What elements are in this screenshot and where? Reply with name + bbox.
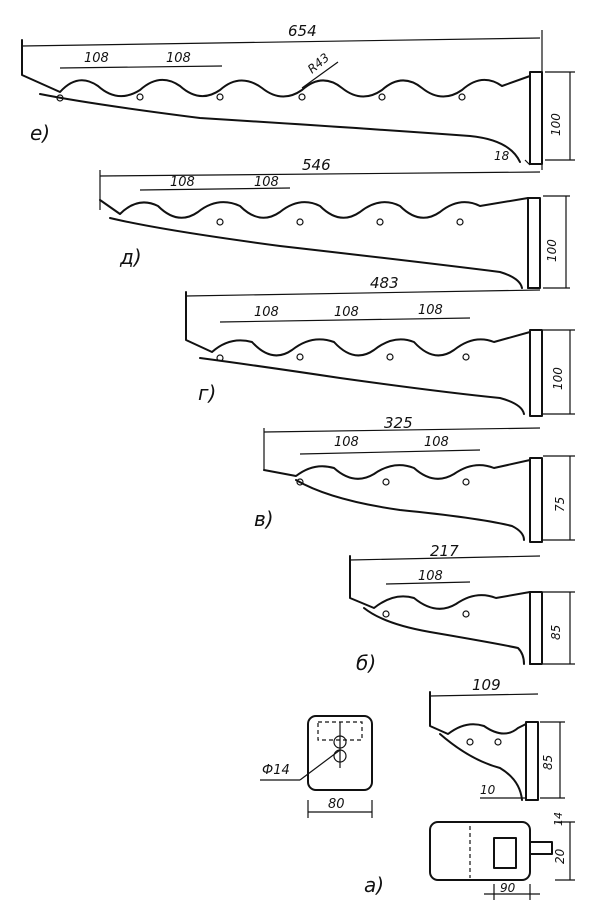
g-height-dim: 100: [551, 367, 565, 390]
g-overall-dim: 483: [370, 274, 399, 292]
b-height-dim: 85: [549, 625, 563, 640]
v-height-dim: 75: [553, 497, 567, 512]
bracket-a: 109 85 10 а): [364, 676, 565, 897]
bracket-e: 654 108 108 R43 100 18 е): [21, 22, 575, 170]
e-height-dim: 100: [549, 113, 563, 136]
e-letter: е): [30, 121, 50, 145]
bracket-v: 325 108 108 75 в): [254, 414, 575, 543]
a-height-dim: 85: [541, 755, 555, 770]
end-detail: 14 20 90: [429, 812, 575, 900]
b-overall-dim: 217: [430, 542, 459, 560]
g-pitch-2: 108: [334, 305, 359, 320]
d-height-dim: 100: [545, 239, 559, 262]
e-thickness-dim: 18: [494, 149, 510, 163]
end-thickness-dim: 14: [552, 812, 565, 826]
plate-width-dim: 80: [328, 797, 345, 812]
plate-hole-dim: Ф14: [262, 763, 290, 778]
a-letter: а): [364, 873, 384, 897]
a-overall-dim: 109: [472, 676, 501, 694]
e-pitch-1: 108: [84, 51, 109, 66]
end-height-dim: 20: [553, 848, 567, 864]
e-radius: R43: [305, 50, 332, 76]
end-width-dim: 90: [500, 881, 516, 895]
a-thickness-dim: 10: [480, 783, 496, 797]
d-overall-dim: 546: [302, 156, 331, 174]
e-overall-dim: 654: [288, 22, 317, 40]
g-pitch-3: 108: [418, 303, 443, 318]
d-pitch-2: 108: [254, 175, 279, 190]
bracket-g: 483 108 108 108 100 г): [185, 274, 575, 417]
bracket-b: 217 108 85 б): [349, 542, 575, 675]
b-pitch-1: 108: [418, 569, 443, 584]
e-pitch-2: 108: [166, 51, 191, 66]
g-letter: г): [198, 381, 216, 405]
d-pitch-1: 108: [170, 175, 195, 190]
v-pitch-1: 108: [334, 435, 359, 450]
d-letter: д): [119, 245, 142, 269]
v-overall-dim: 325: [384, 414, 413, 432]
v-letter: в): [254, 507, 274, 531]
g-pitch-1: 108: [254, 305, 279, 320]
v-pitch-2: 108: [424, 435, 449, 450]
bracket-d: 546 108 108 100 д): [99, 156, 570, 289]
b-letter: б): [356, 651, 376, 675]
plate-detail: Ф14 80: [260, 715, 373, 818]
